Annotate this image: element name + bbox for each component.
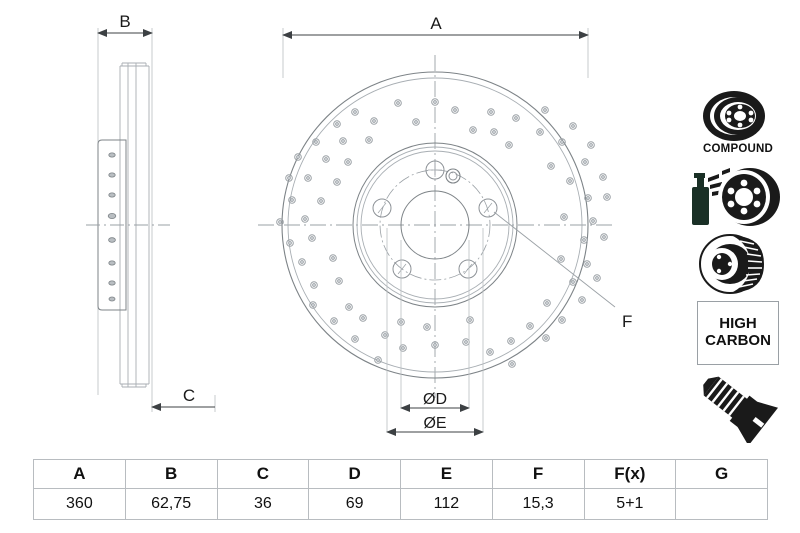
dimension-label-diameter-e: ØE bbox=[423, 415, 446, 432]
table-header-f: F bbox=[491, 459, 585, 489]
high-carbon-line1: HIGH bbox=[719, 315, 757, 333]
compound-label: COMPOUND bbox=[703, 143, 773, 155]
vented-disc-icon bbox=[699, 234, 764, 294]
table-header-c: C bbox=[216, 459, 310, 489]
side-section-view: B bbox=[86, 12, 216, 412]
high-carbon-badge: HIGH CARBON bbox=[697, 301, 779, 365]
table-header-a: A bbox=[33, 459, 126, 489]
table-value-f: 15,3 bbox=[491, 488, 585, 520]
dimension-label-f: F bbox=[622, 312, 632, 331]
brake-disc-drawing: B bbox=[86, 12, 632, 436]
drilled-hole-pattern bbox=[276, 98, 611, 368]
table-value-d: 69 bbox=[308, 488, 401, 520]
table-header-b: B bbox=[124, 459, 218, 489]
high-carbon-line2: CARBON bbox=[705, 332, 771, 349]
locating-hole bbox=[445, 168, 461, 184]
specification-table: A B C D E F F(x) G 360 62,75 36 69 112 1… bbox=[33, 459, 768, 520]
table-header-fx: F(x) bbox=[583, 459, 677, 489]
dimension-label-b: B bbox=[119, 12, 130, 31]
vented-disc-icon-block bbox=[688, 233, 788, 295]
table-value-c: 36 bbox=[216, 488, 310, 520]
table-value-g bbox=[675, 488, 768, 520]
table-value-fx: 5+1 bbox=[583, 488, 677, 520]
coated-disc-spray-icon bbox=[692, 168, 780, 226]
table-header-row: A B C D E F F(x) G bbox=[33, 459, 768, 489]
feature-icon-column: COMPOUND bbox=[688, 88, 788, 447]
compound-disc-icon bbox=[703, 91, 765, 141]
table-header-d: D bbox=[308, 459, 401, 489]
dimension-label-a: A bbox=[430, 14, 442, 33]
front-face-view: A bbox=[258, 14, 632, 436]
dimension-label-c: C bbox=[183, 386, 195, 405]
table-header-g: G bbox=[675, 459, 768, 489]
table-header-e: E bbox=[400, 459, 493, 489]
mounting-screw-icon-block bbox=[688, 371, 788, 443]
table-value-b: 62,75 bbox=[124, 488, 218, 520]
dimension-label-diameter-d: ØD bbox=[423, 391, 447, 408]
mounting-screw-icon bbox=[703, 376, 778, 443]
coated-disc-icon-block bbox=[688, 161, 788, 229]
wheel-bolt-holes bbox=[372, 160, 498, 279]
table-value-e: 112 bbox=[400, 488, 493, 520]
compound-disc-icon-block: COMPOUND bbox=[688, 88, 788, 155]
table-value-row: 360 62,75 36 69 112 15,3 5+1 bbox=[33, 488, 768, 520]
table-value-a: 360 bbox=[33, 488, 126, 520]
